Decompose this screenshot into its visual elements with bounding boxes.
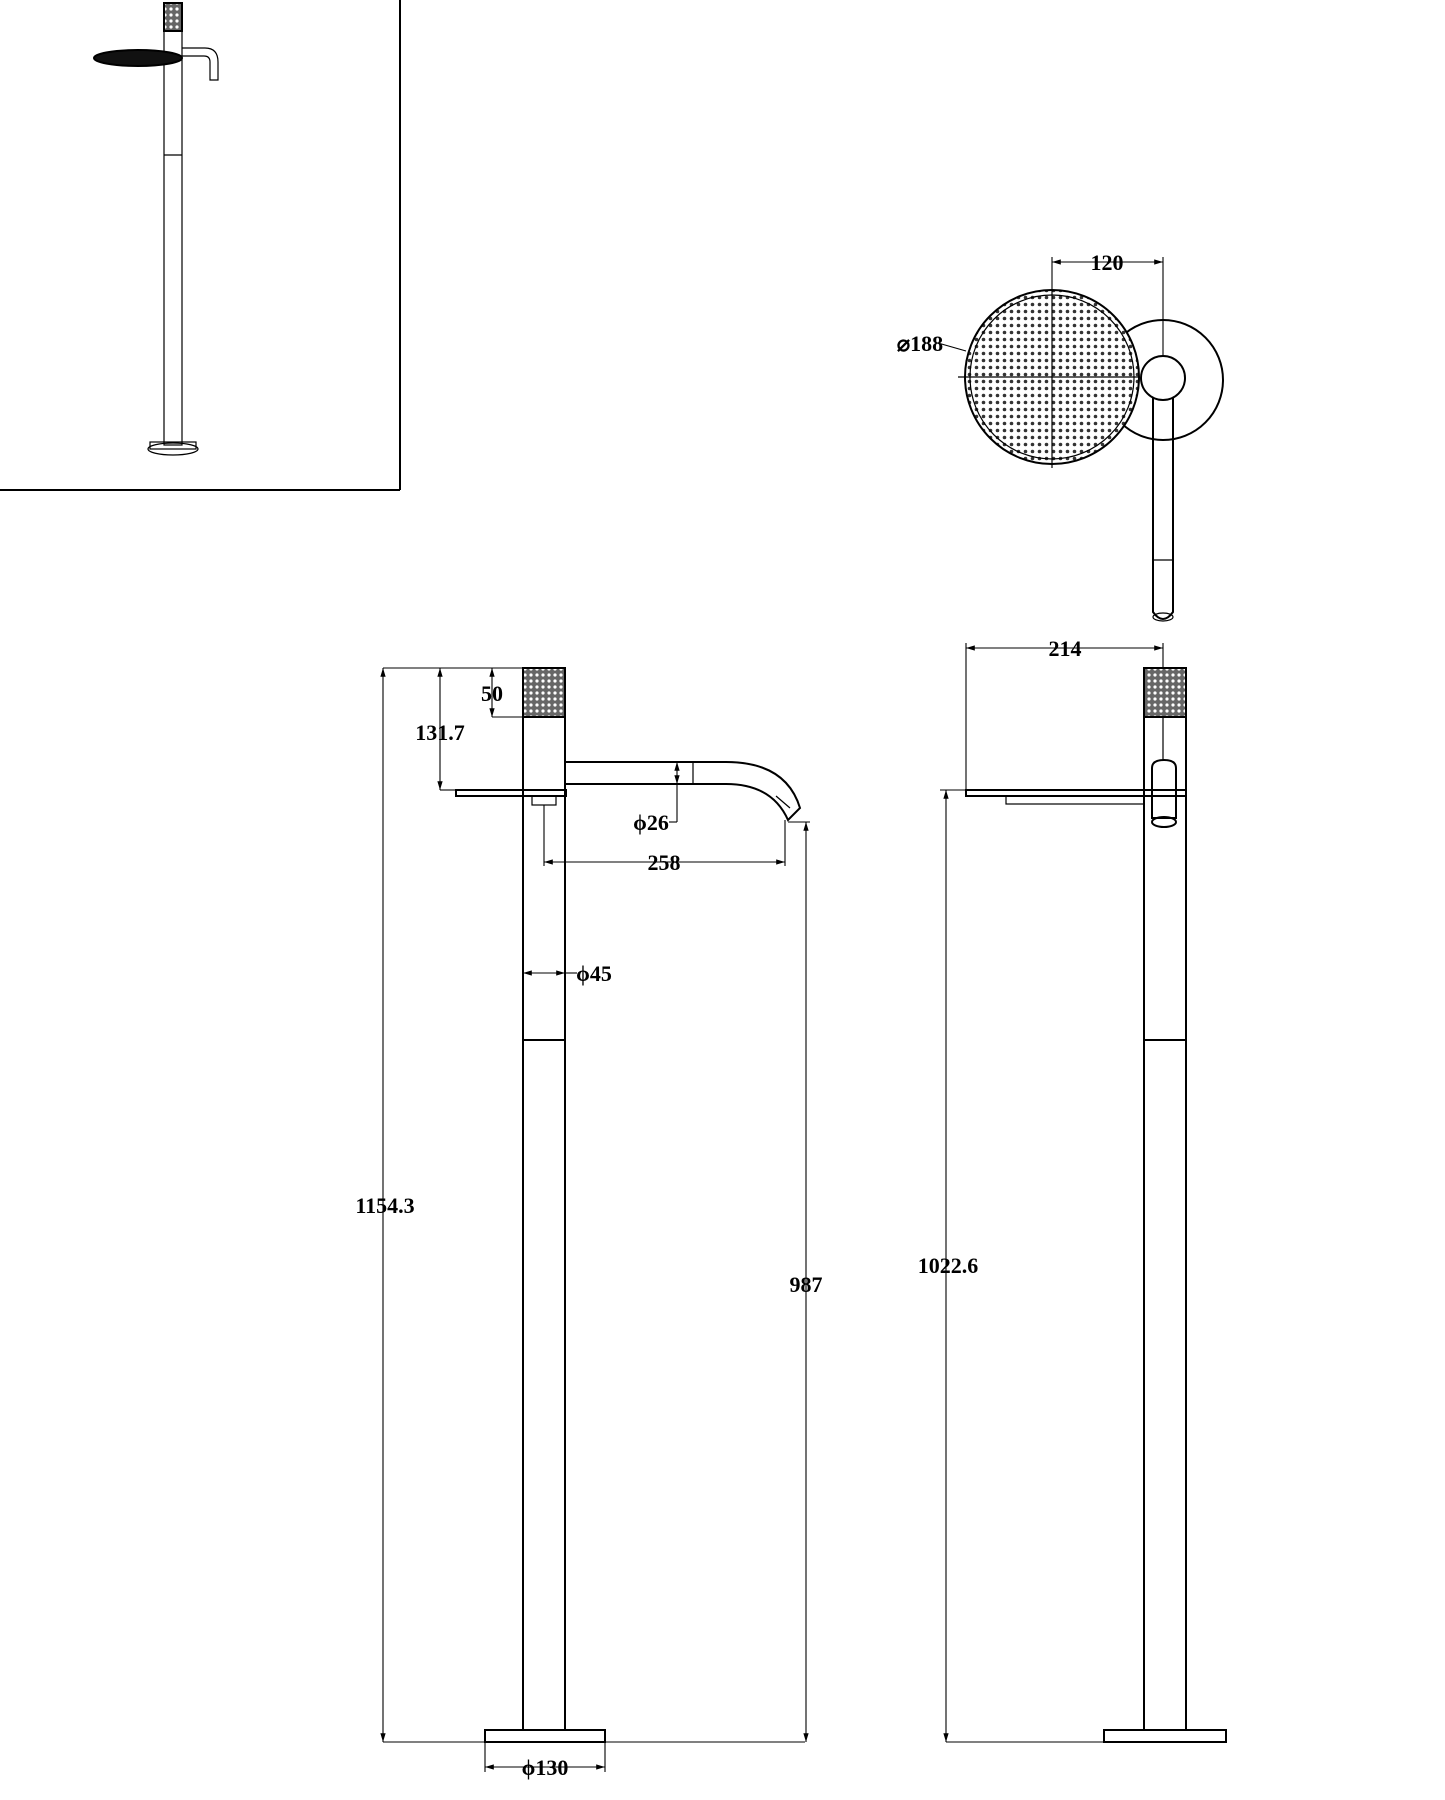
thumbnail-shower-head [93,49,183,67]
front-base [484,1729,606,1743]
front-head-connector [531,795,557,806]
plan-offset-label: 120 [1091,250,1124,275]
top-to-handle-label: 50 [481,681,503,706]
base-diameter-label: ϕ130 [522,1755,569,1780]
body-diameter-label: ϕ45 [576,961,612,986]
plan-view: 120 ⌀188 [897,250,1224,622]
thumbnail-column [163,29,183,446]
spout-diameter-label: ϕ26 [633,810,669,835]
spout-height-label: 987 [790,1272,823,1297]
overall-height-label: 1154.3 [355,1193,414,1218]
thumbnail-base-top [149,441,197,450]
spout-reach-label: 258 [648,850,681,875]
side-head-height-label: 1022.6 [918,1253,979,1278]
plan-column [1140,355,1186,401]
thumbnail-spout [182,47,219,81]
side-head-width-label: 214 [1049,636,1082,661]
front-spout-tip-line [775,795,791,809]
side-head-plate [1005,795,1145,805]
front-handle [522,667,566,718]
plan-spout-outlet [1152,612,1174,622]
side-spout-outlet [1151,816,1177,828]
thumbnail-base [147,442,199,456]
front-shower-head [455,789,567,797]
side-base [1103,1729,1227,1743]
front-elevation: 1154.3 131.7 50 ϕ26 258 ϕ45 987 ϕ130 [355,667,823,1780]
thumbnail-handle [163,2,183,32]
side-spout [1151,758,1177,819]
thumbnail-view [0,0,401,491]
dim-188-leader [937,342,967,352]
plan-spout-arm [1152,398,1174,620]
plan-head-diameter-label: ⌀188 [897,331,943,356]
top-to-spout-label: 131.7 [415,720,465,745]
side-handle [1143,667,1187,718]
side-elevation: 214 1022.6 [918,636,1227,1743]
front-spout [565,761,802,822]
